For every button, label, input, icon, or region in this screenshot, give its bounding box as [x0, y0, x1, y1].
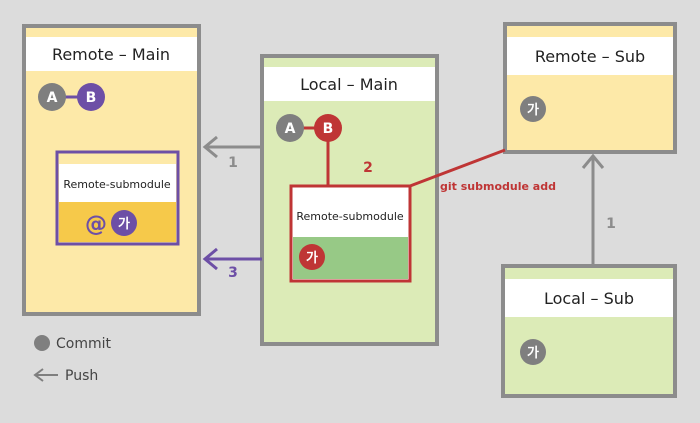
local-submodule-label: Remote-submodule	[296, 210, 404, 223]
commit-label: 가	[118, 217, 130, 232]
legend-push-label: Push	[65, 368, 98, 384]
commit-circle	[520, 339, 546, 365]
submodule-add-line	[409, 148, 506, 188]
commit-circle	[314, 114, 342, 142]
push-arrow-sub: 1	[581, 153, 616, 266]
remote-main-panel: Remote – Main A B Remote-submodule @ 가	[22, 24, 201, 316]
push-arrow-3-head	[202, 247, 218, 271]
commit-circle	[299, 244, 325, 270]
commit-node-b: B	[314, 114, 342, 142]
commit-circle	[77, 83, 105, 111]
commit-node-a: A	[38, 83, 66, 111]
remote-submodule-box: Remote-submodule @ 가	[55, 150, 180, 246]
push-arrow-3-label: 3	[228, 265, 238, 281]
push-arrow-1-head	[202, 135, 218, 159]
push-arrow-sub-label: 1	[606, 216, 616, 232]
local-main-title-bar	[264, 67, 435, 101]
commit-label: A	[47, 90, 58, 106]
legend-commit-label: Commit	[56, 336, 112, 352]
commit-node-ga: 가	[299, 244, 325, 270]
commit-circle	[38, 83, 66, 111]
local-main-title: Local – Main	[300, 75, 398, 94]
remote-submodule-title-bar	[59, 164, 176, 202]
commit-node-ga: 가	[111, 210, 137, 236]
commit-circle	[276, 114, 304, 142]
remote-main-title: Remote – Main	[52, 45, 170, 64]
commit-node-ga: 가	[520, 96, 546, 122]
push-arrow-sub-head	[581, 153, 605, 169]
local-sub-title: Local – Sub	[544, 289, 634, 308]
legend-push: Push	[33, 368, 98, 384]
local-sub-panel: Local – Sub 가	[501, 264, 677, 398]
commit-label: B	[86, 90, 97, 106]
commit-label: 가	[306, 251, 318, 266]
legend-commit: Commit	[34, 335, 112, 352]
git-submodule-add-label: git submodule add	[440, 180, 556, 193]
push-arrow-1: 1	[202, 135, 262, 171]
commit-node-a: A	[276, 114, 304, 142]
commit-circle	[520, 96, 546, 122]
commit-label: 가	[527, 103, 539, 118]
submodule-add-connector: git submodule add	[409, 148, 556, 193]
local-sub-title-bar	[505, 279, 673, 317]
legend-commit-icon	[34, 335, 50, 351]
remote-sub-title-bar	[507, 37, 673, 75]
commit-label: A	[285, 121, 296, 137]
commit-node-b: B	[77, 83, 105, 111]
commit-label: B	[323, 121, 334, 137]
commit-label: 가	[527, 346, 539, 361]
local-submodule-box: Remote-submodule 가	[289, 184, 412, 283]
legend: Commit Push	[33, 335, 112, 384]
remote-sub-title: Remote – Sub	[535, 47, 645, 66]
push-arrow-1-label: 1	[228, 155, 238, 171]
step-2-label: 2	[363, 160, 373, 176]
submodule-pointer-symbol: @	[85, 212, 107, 237]
remote-submodule-label: Remote-submodule	[63, 178, 171, 191]
legend-push-arrow-icon	[33, 368, 58, 382]
remote-main-title-bar	[26, 37, 197, 71]
local-main-panel: Local – Main A B 2 Remote-submodule 가	[260, 54, 439, 346]
remote-sub-panel: Remote – Sub 가	[503, 22, 677, 154]
push-arrow-3: 3	[202, 247, 262, 281]
commit-circle	[111, 210, 137, 236]
commit-node-ga: 가	[520, 339, 546, 365]
